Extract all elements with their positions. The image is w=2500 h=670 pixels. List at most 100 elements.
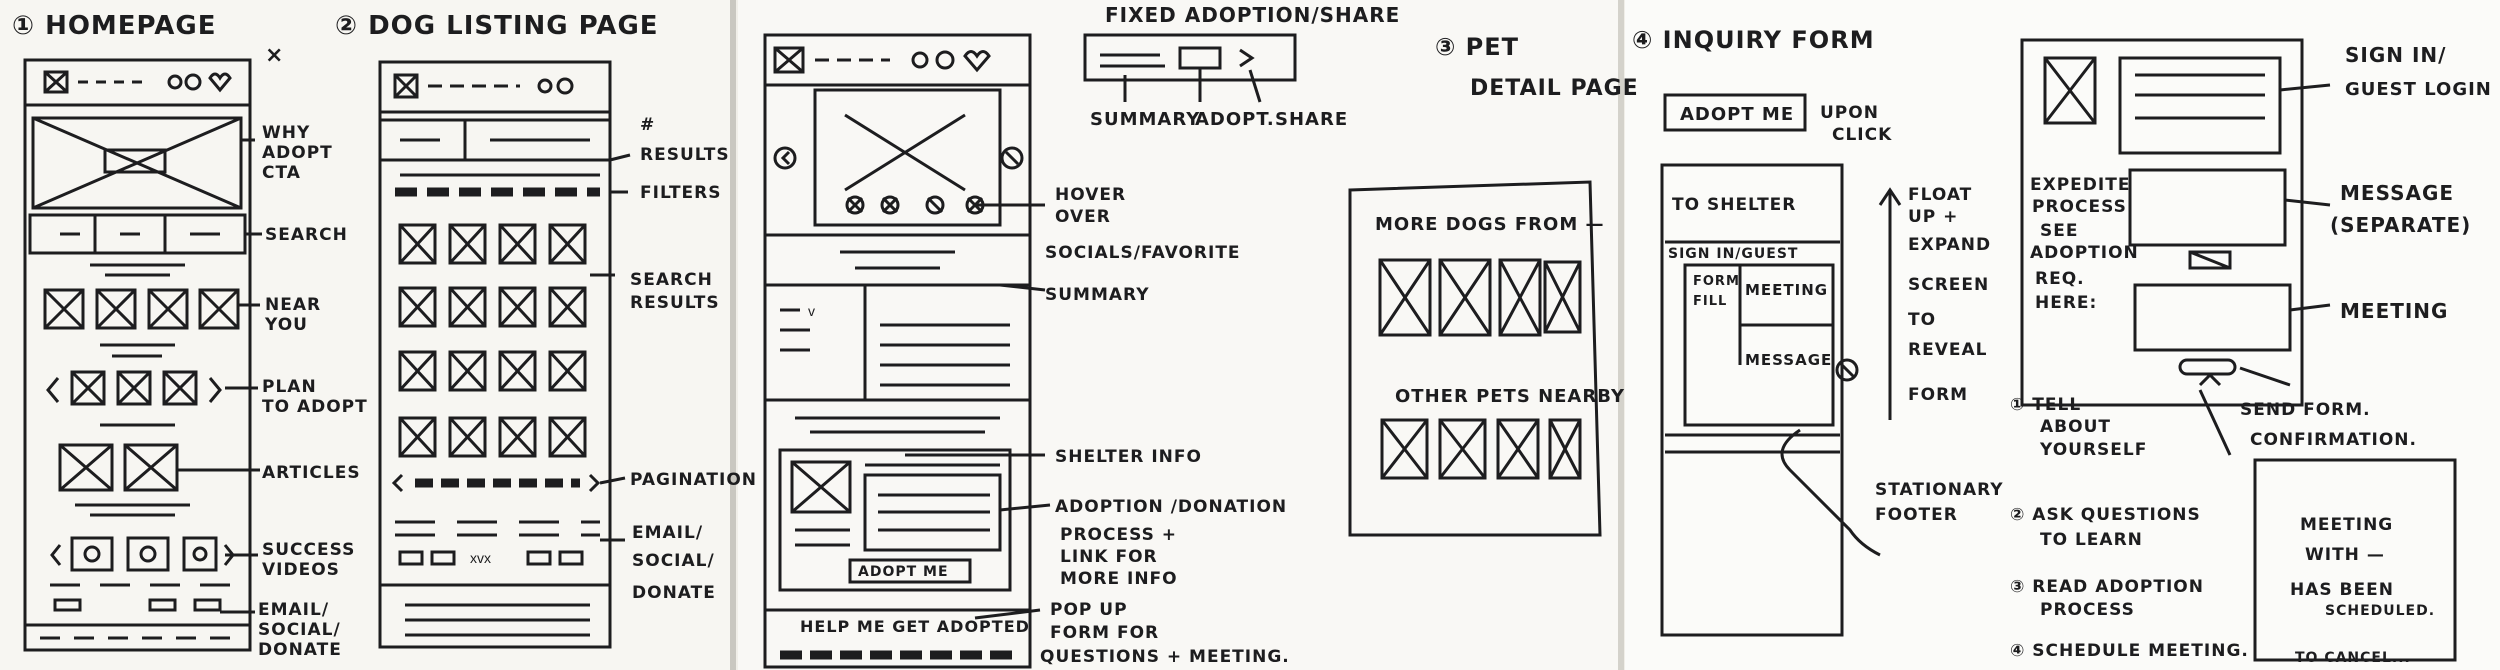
- label-adoption-2: PROCESS +: [1060, 525, 1177, 545]
- label-why-adopt-2: ADOPT: [262, 143, 333, 163]
- detail-title-2: DETAIL PAGE: [1470, 76, 1639, 101]
- label-plan-2: TO ADOPT: [262, 397, 368, 417]
- xo-mark-1: ×: [265, 43, 284, 68]
- homepage-wireframe: [23, 58, 262, 652]
- label-click: CLICK: [1832, 125, 1892, 145]
- label-summary: SUMMARY: [1045, 285, 1150, 305]
- step-2a: ② ASK QUESTIONS: [2010, 505, 2201, 525]
- label-stationary: STATIONARY: [1875, 480, 2004, 500]
- inquiry-title: ④ INQUIRY FORM: [1632, 26, 1875, 54]
- step-3a: ③ READ ADOPTION: [2010, 577, 2204, 597]
- label-filters: FILTERS: [640, 183, 722, 203]
- step-3b: PROCESS: [2040, 600, 2135, 620]
- more-dogs-label: MORE DOGS FROM —: [1375, 214, 1605, 235]
- label-articles: ARTICLES: [262, 463, 361, 483]
- expedite-2: PROCESS: [2032, 197, 2127, 217]
- fixed-bar-share: SHARE: [1275, 109, 1348, 130]
- svg-text:xvx: xvx: [470, 550, 491, 566]
- help-me-text: HELP ME GET ADOPTED: [800, 617, 1030, 636]
- label-form: FORM: [1693, 274, 1740, 289]
- send-form: SEND FORM.: [2240, 400, 2371, 420]
- homepage-title: ① HOMEPAGE: [12, 11, 216, 41]
- inquiry-wireframe: [1660, 93, 1902, 637]
- detail-wireframe: v: [763, 33, 1051, 669]
- fixed-bar-summary: SUMMARY: [1090, 109, 1200, 130]
- label-email-2b: SOCIAL/: [632, 551, 715, 571]
- step-1b: ABOUT: [2040, 417, 2111, 437]
- float-5: TO: [1908, 310, 1936, 330]
- expedite-1: EXPEDITE: [2030, 175, 2130, 195]
- inquiry-adopt-button: ADOPT ME: [1680, 104, 1794, 125]
- other-pets-label: OTHER PETS NEARBY: [1395, 386, 1625, 407]
- step-4: ④ SCHEDULE MEETING.: [2010, 641, 2249, 661]
- label-why-adopt-1: WHY: [262, 123, 310, 143]
- listing-wireframe: xvx: [378, 60, 631, 649]
- signin-2: GUEST LOGIN: [2345, 79, 2492, 100]
- label-pagination: PAGINATION: [630, 470, 757, 490]
- label-shelter-info: SHELTER INFO: [1055, 447, 1202, 467]
- expedite-wireframe: [2020, 38, 2457, 662]
- label-near-you-1: NEAR: [265, 295, 321, 315]
- label-upon: UPON: [1820, 103, 1879, 123]
- fixed-bar-title: FIXED ADOPTION/SHARE: [1105, 3, 1400, 27]
- label-hover-1: HOVER: [1055, 185, 1126, 205]
- float-7: FORM: [1908, 385, 1968, 405]
- confirm-box-1: MEETING: [2300, 515, 2393, 535]
- label-results: RESULTS: [640, 145, 730, 165]
- float-3: EXPAND: [1908, 235, 1991, 255]
- label-plan-1: PLAN: [262, 377, 317, 397]
- label-email-1b: SOCIAL/: [258, 620, 341, 640]
- detail-title-1: ③ PET: [1435, 33, 1519, 61]
- confirm-box-3: HAS BEEN: [2290, 580, 2394, 600]
- label-adoption-1: ADOPTION /DONATION: [1055, 497, 1287, 517]
- message-sep-1: MESSAGE: [2340, 181, 2454, 205]
- label-hover-3: SOCIALS/FAVORITE: [1045, 243, 1241, 263]
- float-4: SCREEN: [1908, 275, 1989, 295]
- more-dogs-panel: [1348, 180, 1602, 537]
- label-results-hash: #: [640, 115, 655, 135]
- label-success-1: SUCCESS: [262, 540, 355, 560]
- expedite-3: SEE: [2040, 221, 2078, 241]
- float-6: REVEAL: [1908, 340, 1987, 360]
- adopt-me-button-sketch: ADOPT ME: [858, 564, 949, 580]
- fixed-bar-sketch: [1083, 33, 1297, 103]
- label-email-2c: DONATE: [632, 583, 716, 603]
- float-1: FLOAT: [1908, 185, 1972, 205]
- listing-title: ② DOG LISTING PAGE: [335, 11, 659, 41]
- label-adoption-4: MORE INFO: [1060, 569, 1178, 589]
- label-popup-1: POP UP: [1050, 600, 1128, 620]
- expedite-4: ADOPTION: [2030, 243, 2139, 263]
- label-success-2: VIDEOS: [262, 560, 340, 580]
- label-hover-2: OVER: [1055, 207, 1111, 227]
- fixed-bar-adopt: ADOPT.: [1195, 109, 1275, 130]
- confirm-box-2: WITH —: [2305, 545, 2385, 565]
- to-cancel: TO CANCEL...: [2295, 650, 2411, 666]
- label-email-1c: DONATE: [258, 640, 342, 660]
- label-fill: FILL: [1693, 294, 1727, 309]
- label-signin-guest: SIGN IN/GUEST: [1668, 246, 1798, 262]
- step-2b: TO LEARN: [2040, 530, 2143, 550]
- label-email-2a: EMAIL/: [632, 523, 703, 543]
- label-popup-2: FORM FOR: [1050, 623, 1159, 643]
- label-why-adopt-3: CTA: [262, 163, 301, 183]
- label-to-shelter: TO SHELTER: [1672, 195, 1796, 215]
- label-footer: FOOTER: [1875, 505, 1958, 525]
- label-meeting-box: MEETING: [1745, 281, 1828, 299]
- label-adoption-3: LINK FOR: [1060, 547, 1158, 567]
- message-sep-2: (SEPARATE): [2330, 213, 2471, 237]
- expedite-5: REQ.: [2035, 269, 2085, 289]
- label-near-you-2: YOU: [264, 315, 308, 335]
- label-message-box: MESSAGE: [1745, 351, 1832, 369]
- label-popup-3: QUESTIONS + MEETING.: [1040, 647, 1290, 667]
- step-1c: YOURSELF: [2039, 440, 2147, 460]
- expedite-6: HERE:: [2035, 293, 2097, 313]
- signin-1: SIGN IN/: [2345, 43, 2446, 67]
- paper-sheet-3: [1625, 0, 2500, 670]
- confirm-box-4: SCHEDULED.: [2325, 603, 2435, 619]
- label-search-results-2: RESULTS: [630, 293, 720, 313]
- label-email-1a: EMAIL/: [258, 600, 329, 620]
- label-search-results-1: SEARCH: [630, 270, 713, 290]
- float-2: UP +: [1908, 207, 1958, 227]
